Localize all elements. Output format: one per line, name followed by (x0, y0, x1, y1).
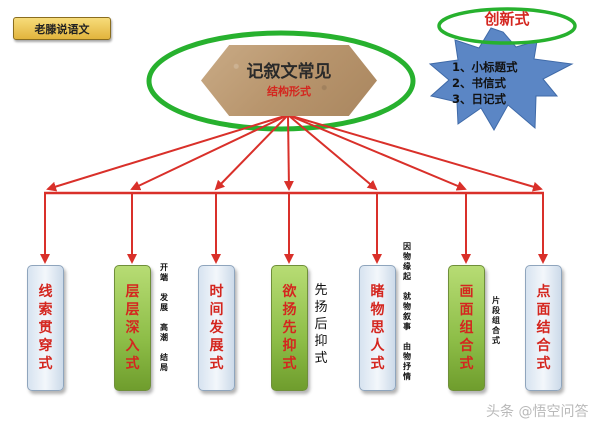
box-char: 式 (370, 356, 385, 372)
box-char: 穿 (38, 338, 53, 354)
box-char: 面 (459, 302, 474, 318)
watermark: 头条 @悟空问答 (486, 404, 589, 420)
note-char: 展 (160, 303, 168, 312)
box-duwu: 睹物思人式 (359, 265, 396, 391)
note-char: 高 (160, 323, 168, 332)
note-char: 抒 (403, 362, 411, 371)
note-char: 因 (403, 242, 411, 251)
note-duwu: 因物缘起就物叙事由物抒情 (401, 242, 413, 392)
note-char: 就 (403, 292, 411, 301)
box-cengceng: 层层深入式 (114, 265, 151, 391)
box-huamian: 画面组合式 (448, 265, 485, 391)
note-cengceng: 开端发展高潮结局 (155, 263, 173, 383)
note-char: 局 (160, 363, 168, 372)
note-char: 情 (403, 372, 411, 381)
note-char: 段 (492, 306, 500, 315)
box-char: 贯 (38, 320, 53, 336)
arrow-to-xiansuo (46, 114, 289, 192)
box-char: 线 (38, 284, 53, 300)
star-title-ellipse (437, 7, 577, 45)
box-char: 结 (536, 320, 551, 336)
note-char: 缘 (403, 262, 411, 271)
note-char: 发 (160, 293, 168, 302)
box-char: 扬 (282, 302, 297, 318)
box-char: 式 (282, 356, 297, 372)
box-char: 时 (209, 284, 224, 300)
star-shape (428, 27, 574, 132)
arrow-to-dianmian (287, 114, 543, 192)
box-char: 先 (282, 320, 297, 336)
note-huamian: 片段组合式 (490, 296, 502, 346)
box-char: 合 (536, 338, 551, 354)
box-char: 式 (38, 356, 53, 372)
box-char: 式 (209, 356, 224, 372)
box-char: 深 (125, 320, 140, 336)
box-char: 人 (370, 338, 385, 354)
box-char: 间 (209, 302, 224, 318)
box-char: 画 (459, 284, 474, 300)
note-yuyang: 先扬后抑式 (312, 282, 330, 367)
center-title: 记叙文常见 (246, 62, 332, 82)
box-char: 组 (459, 320, 474, 336)
star-list: 1、小标题式 2、书信式 3、日记式 (452, 59, 562, 107)
note-char: 物 (403, 352, 411, 361)
box-char: 式 (459, 356, 474, 372)
note-char: 扬 (314, 300, 328, 315)
note-char: 物 (403, 302, 411, 311)
box-char: 入 (125, 338, 140, 354)
note-char: 由 (403, 342, 411, 351)
note-char: 先 (314, 283, 328, 298)
box-char: 展 (209, 338, 224, 354)
note-char: 端 (160, 273, 168, 282)
arrow-to-duwu (287, 114, 378, 191)
box-char: 式 (536, 356, 551, 372)
note-char: 事 (403, 322, 411, 331)
box-char: 合 (459, 338, 474, 354)
note-char: 后 (314, 317, 328, 332)
arrow-to-yuyang (283, 114, 294, 191)
box-char: 层 (125, 302, 140, 318)
center-hexagon: 记叙文常见 结构形式 (201, 45, 377, 116)
note-char: 式 (314, 351, 328, 366)
note-char: 物 (403, 252, 411, 261)
star-title: 创新式 (484, 10, 530, 28)
box-char: 睹 (370, 284, 385, 300)
box-char: 欲 (282, 284, 297, 300)
note-char: 合 (492, 326, 500, 335)
note-char: 组 (492, 316, 500, 325)
note-char: 起 (403, 272, 411, 281)
box-char: 点 (536, 284, 551, 300)
note-char: 式 (492, 336, 500, 345)
arrow-to-huamian (287, 114, 467, 191)
note-char: 叙 (403, 312, 411, 321)
box-char: 思 (370, 320, 385, 336)
star-item: 2、书信式 (452, 76, 507, 90)
box-char: 抑 (282, 338, 297, 354)
star-item: 3、日记式 (452, 92, 507, 106)
box-dianmian: 点面结合式 (525, 265, 562, 391)
box-char: 发 (209, 320, 224, 336)
box-xiansuo: 线索贯穿式 (27, 265, 64, 391)
arrow-to-shijian (214, 114, 289, 191)
box-char: 式 (125, 356, 140, 372)
note-char: 潮 (160, 333, 168, 342)
center-ellipse (146, 30, 416, 132)
arrow-to-cengceng (130, 114, 289, 191)
tag-label: 老滕说语文 (13, 17, 111, 40)
center-subtitle: 结构形式 (267, 85, 311, 98)
box-char: 物 (370, 302, 385, 318)
box-shijian: 时间发展式 (198, 265, 235, 391)
box-char: 索 (38, 302, 53, 318)
hexagon-fill (201, 45, 377, 116)
box-yuyang: 欲扬先抑式 (271, 265, 308, 391)
star-item: 1、小标题式 (452, 60, 518, 74)
box-char: 面 (536, 302, 551, 318)
note-char: 抑 (314, 334, 328, 349)
box-char: 层 (125, 284, 140, 300)
note-char: 片 (492, 296, 500, 305)
note-char: 开 (160, 263, 168, 272)
note-char: 结 (160, 353, 168, 362)
